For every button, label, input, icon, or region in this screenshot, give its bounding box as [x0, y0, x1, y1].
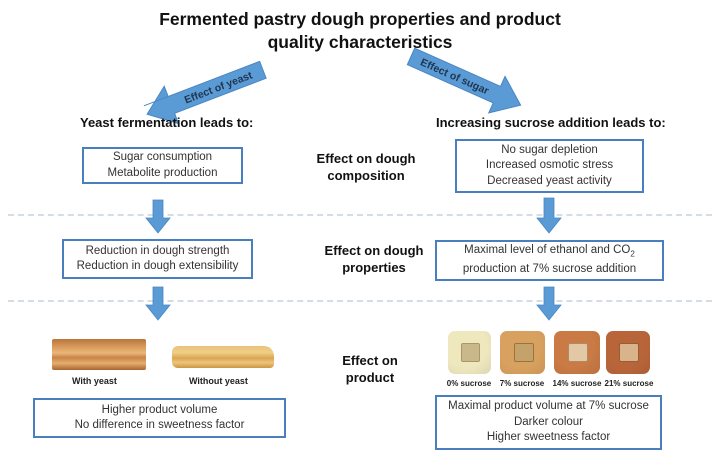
box-line: Metabolite production — [107, 166, 218, 179]
subscript: 2 — [630, 249, 635, 259]
row-label-line: composition — [327, 168, 405, 183]
down-arrow-icon — [145, 199, 171, 234]
caption-14-sucrose: 14% sucrose — [552, 379, 602, 388]
row-label-line: Effect on — [342, 353, 398, 368]
row-label-product: Effect on product — [300, 352, 440, 386]
box-line: Higher sweetness factor — [486, 431, 611, 444]
box-line: No sugar depletion — [501, 143, 598, 156]
pastry-image-7-sucrose — [500, 331, 545, 374]
arrow-sugar-label: Effect of sugar — [418, 56, 490, 97]
down-arrow-icon — [536, 286, 562, 321]
arrow-yeast-label: Effect of yeast — [183, 69, 255, 106]
down-arrow-icon — [145, 286, 171, 321]
box-line: Reduction in dough extensibility — [76, 260, 239, 272]
right-product-box: Maximal product volume at 7% sucrose Dar… — [435, 395, 662, 450]
left-properties-box: Reduction in dough strength Reduction in… — [62, 239, 253, 279]
box-line: Maximal product volume at 7% sucrose — [448, 400, 649, 413]
right-heading: Increasing sucrose addition leads to: — [436, 115, 666, 130]
box-line-text: Maximal level of ethanol and CO — [464, 244, 631, 257]
row-label-line: Effect on dough — [316, 151, 416, 166]
right-composition-box: No sugar depletion Increased osmotic str… — [455, 139, 644, 193]
box-line: Maximal level of ethanol and CO2 — [437, 243, 662, 262]
left-product-box: Higher product volume No difference in s… — [33, 398, 286, 438]
row-label-line: product — [345, 370, 395, 385]
pastry-image-21-sucrose — [606, 331, 650, 374]
diagram-title: Fermented pastry dough properties and pr… — [0, 8, 720, 54]
box-line: Darker colour — [513, 415, 584, 428]
row-label-composition: Effect on dough composition — [296, 150, 436, 184]
row-label-line: properties — [342, 260, 406, 275]
box-line: Sugar consumption — [112, 151, 213, 163]
caption-with-yeast: With yeast — [72, 376, 117, 386]
box-line: Reduction in dough strength — [85, 244, 230, 257]
pastry-image-with-yeast — [52, 339, 146, 370]
box-line: No difference in sweetness factor — [74, 419, 245, 431]
caption-7-sucrose: 7% sucrose — [499, 379, 545, 388]
title-line-1: Fermented pastry dough properties and pr… — [159, 9, 561, 29]
box-line: production at 7% sucrose addition — [462, 263, 637, 276]
pastry-image-0-sucrose — [448, 331, 491, 374]
caption-0-sucrose: 0% sucrose — [446, 379, 492, 388]
divider-1 — [8, 214, 712, 216]
pastry-image-without-yeast — [172, 346, 274, 368]
box-line: Decreased yeast activity — [487, 174, 612, 187]
divider-2 — [8, 300, 712, 302]
title-line-2: quality characteristics — [267, 32, 453, 52]
box-line: Increased osmotic stress — [485, 159, 614, 172]
left-composition-box: Sugar consumption Metabolite production — [82, 147, 243, 184]
row-label-properties: Effect on dough properties — [304, 242, 444, 276]
left-heading: Yeast fermentation leads to: — [80, 115, 254, 130]
pastry-image-14-sucrose — [554, 331, 600, 374]
caption-without-yeast: Without yeast — [189, 376, 248, 386]
down-arrow-icon — [536, 197, 562, 234]
row-label-line: Effect on dough — [324, 243, 424, 258]
box-line: Higher product volume — [101, 403, 218, 416]
caption-21-sucrose: 21% sucrose — [604, 379, 654, 388]
right-properties-box: Maximal level of ethanol and CO2 product… — [435, 240, 664, 281]
